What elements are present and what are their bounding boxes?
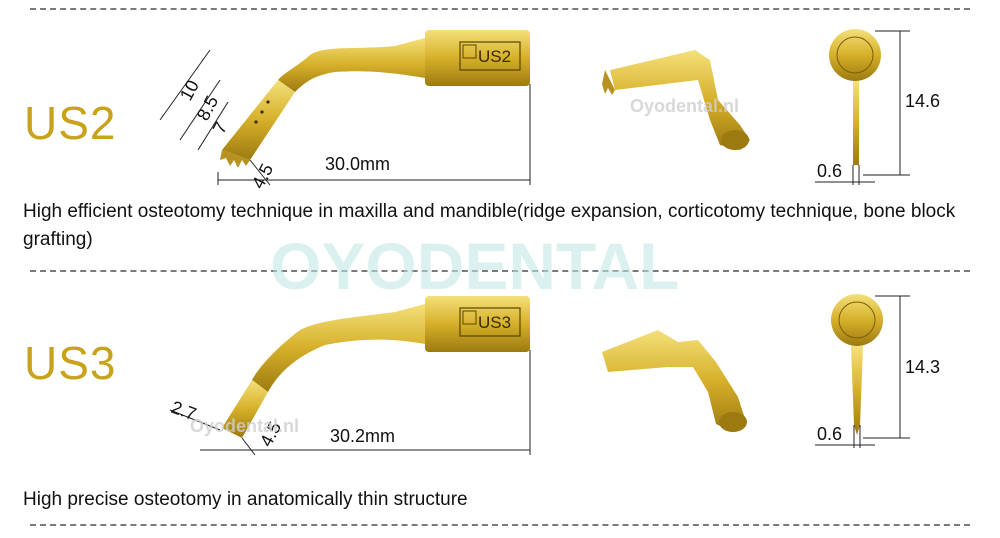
- watermark-brand: OYODENTAL: [270, 229, 680, 303]
- separator-top: [30, 8, 970, 10]
- us2-side-diagram: US2 10 8.5 7 4.5 30.0mm: [159, 30, 531, 192]
- us3-dim-height: 14.3: [905, 357, 940, 377]
- us2-front-view: 14.6 0.6: [815, 29, 940, 185]
- watermark-small-1: Oyodental.nl: [630, 96, 739, 116]
- model-label-us2: US2: [24, 97, 117, 149]
- us2-dim-height: 14.6: [905, 91, 940, 111]
- us2-dim-thickness: 0.6: [817, 161, 842, 181]
- us3-front-view: 14.3 0.6: [815, 294, 940, 448]
- us2-description: High efficient osteotomy technique in ma…: [23, 201, 956, 250]
- us2-connector: [425, 30, 530, 86]
- us3-description: High precise osteotomy in anatomically t…: [23, 489, 468, 510]
- us3-dim-thickness: 0.6: [817, 424, 842, 444]
- us2-dim-b: 8.5: [193, 92, 222, 123]
- us3-connector: [425, 296, 530, 352]
- us2-dim-length: 30.0mm: [325, 154, 390, 174]
- model-label-us3: US3: [24, 337, 117, 389]
- separator-middle: [30, 270, 970, 272]
- us3-perspective-view: [602, 330, 747, 432]
- us2-dim-a: 10: [176, 77, 203, 104]
- us3-side-diagram: US3 2.7 4.5 30.2mm Oyodental.nl: [169, 296, 531, 456]
- us2-perspective-view: Oyodental.nl: [602, 50, 750, 150]
- us2-dim-c: 7: [209, 119, 231, 137]
- separator-bottom: [30, 524, 970, 526]
- watermark-small-2: Oyodental.nl: [190, 416, 299, 436]
- us2-dim-width: 4.5: [248, 160, 277, 191]
- us2-tip-label: US2: [478, 47, 511, 66]
- us3-tip-label: US3: [478, 313, 511, 332]
- us3-dim-length: 30.2mm: [330, 426, 395, 446]
